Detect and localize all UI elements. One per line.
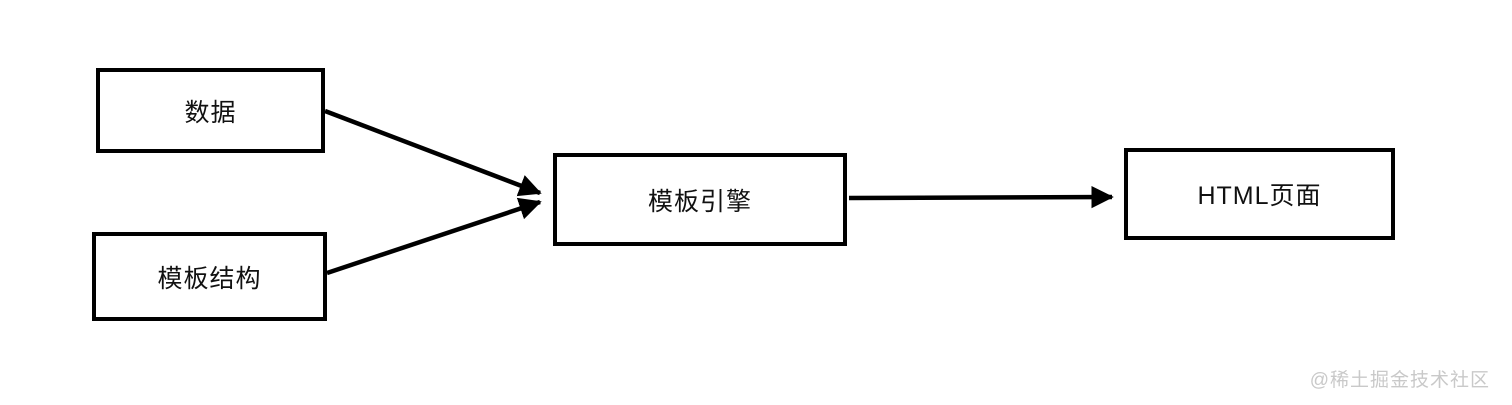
node-template-engine: 模板引擎 — [553, 153, 847, 246]
node-data: 数据 — [96, 68, 325, 153]
node-template-structure: 模板结构 — [92, 232, 327, 321]
node-template-engine-label: 模板引擎 — [647, 187, 752, 216]
node-template-structure-label: 模板结构 — [157, 264, 262, 293]
arrow-data-to-engine — [324, 108, 542, 197]
watermark: @稀土掘金技术社区 — [1309, 370, 1490, 391]
node-html-page-label: HTML页面 — [1197, 182, 1322, 210]
node-data-label: 数据 — [184, 98, 237, 127]
arrow-engine-to-html-page — [848, 185, 1114, 209]
arrow-template-structure-to-engine — [326, 197, 542, 276]
node-html-page: HTML页面 — [1124, 148, 1395, 240]
